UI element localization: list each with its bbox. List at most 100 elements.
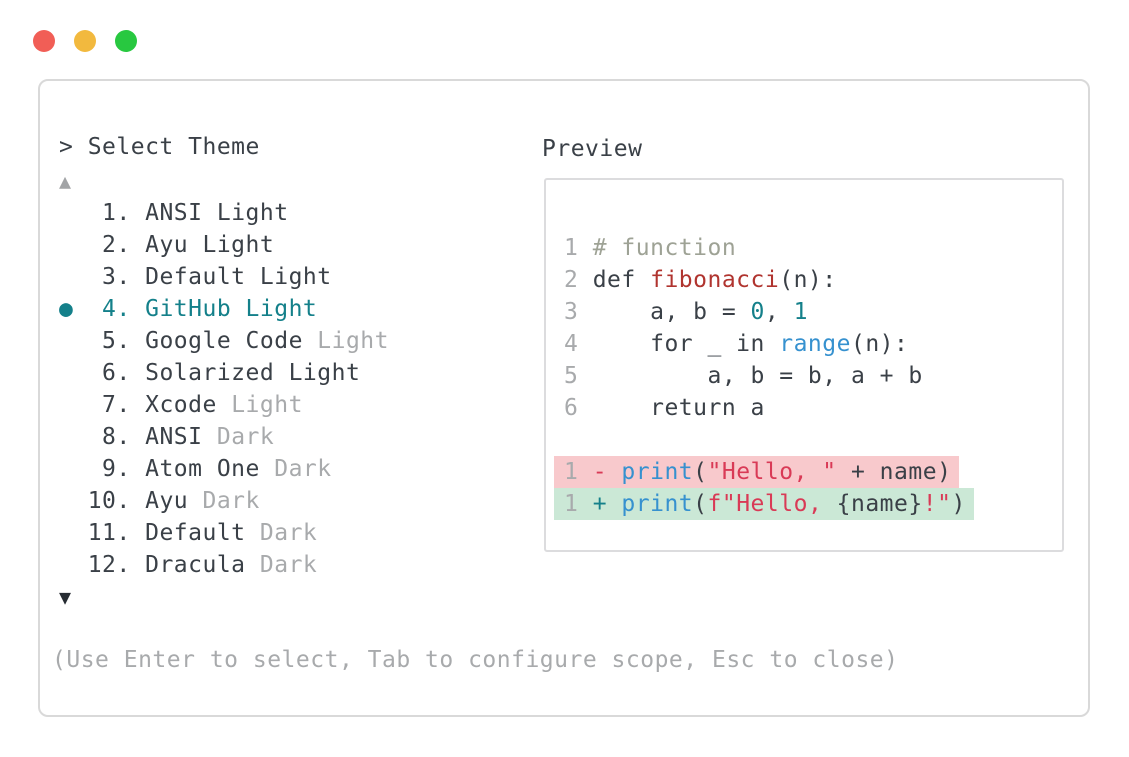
- theme-item-8-ansi-dark[interactable]: 8. ANSI Dark: [59, 421, 389, 453]
- line-number: 1: [564, 459, 593, 485]
- bullet-placeholder: [59, 200, 88, 226]
- theme-item-10-ayu-dark[interactable]: 10. Ayu Dark: [59, 485, 389, 517]
- code-blank-line: [564, 424, 974, 456]
- theme-item-suffix: Light: [216, 200, 289, 226]
- code-token: # function: [592, 235, 737, 261]
- theme-item-number: 12.: [87, 552, 146, 578]
- theme-item-number: 10.: [87, 488, 146, 514]
- code-token: print: [621, 459, 694, 485]
- preview-label: Preview: [542, 136, 643, 162]
- code-token: +: [592, 491, 622, 517]
- footer-hint: (Use Enter to select, Tab to configure s…: [52, 647, 899, 673]
- code-line: 2 def fibonacci(n):: [564, 264, 974, 296]
- theme-item-name: Ayu: [145, 488, 203, 514]
- bullet-placeholder: [59, 424, 88, 450]
- theme-item-number: 6.: [87, 360, 146, 386]
- line-number: 6: [564, 395, 593, 421]
- theme-item-suffix: Light: [317, 328, 390, 354]
- scroll-up-icon[interactable]: ▲: [59, 169, 72, 193]
- line-number: 5: [564, 363, 593, 389]
- code-line: 3 a, b = 0, 1: [564, 296, 974, 328]
- bullet-placeholder: [59, 456, 88, 482]
- bullet-placeholder: [59, 488, 88, 514]
- code-token: for _ in: [592, 331, 780, 357]
- theme-item-name: Ayu: [145, 232, 203, 258]
- code-line: 4 for _ in range(n):: [564, 328, 974, 360]
- theme-item-number: 11.: [87, 520, 146, 546]
- theme-item-suffix: Light: [288, 360, 361, 386]
- theme-item-number: 5.: [87, 328, 146, 354]
- code-token: f"Hello,: [707, 491, 837, 517]
- theme-item-name: Default: [145, 264, 260, 290]
- theme-item-5-google-code-light[interactable]: 5. Google Code Light: [59, 325, 389, 357]
- theme-item-suffix: Light: [231, 392, 303, 418]
- bullet-placeholder: [59, 520, 88, 546]
- theme-item-2-ayu-light[interactable]: 2. Ayu Light: [59, 229, 389, 261]
- theme-item-name: Xcode: [145, 392, 232, 418]
- code-token: + name): [836, 459, 952, 485]
- code-token: !": [922, 491, 952, 517]
- minimize-window-button[interactable]: [74, 30, 96, 52]
- close-window-button[interactable]: [33, 30, 55, 52]
- code-token: (: [693, 491, 708, 517]
- code-token: range: [779, 331, 851, 357]
- code-token: (: [693, 459, 708, 485]
- code-token: fibonacci: [650, 267, 780, 293]
- theme-item-name: GitHub: [145, 296, 246, 322]
- bullet-placeholder: [59, 552, 88, 578]
- theme-item-suffix: Dark: [274, 456, 332, 482]
- code-token: def: [592, 267, 651, 293]
- line-number: 1: [564, 235, 593, 261]
- bullet-placeholder: [59, 264, 88, 290]
- theme-item-7-xcode-light[interactable]: 7. Xcode Light: [59, 389, 389, 421]
- theme-item-suffix: Dark: [259, 520, 318, 546]
- theme-item-4-github-light[interactable]: ● 4. GitHub Light: [59, 293, 389, 325]
- theme-item-number: 1.: [87, 200, 146, 226]
- theme-item-3-default-light[interactable]: 3. Default Light: [59, 261, 389, 293]
- code-token: print: [621, 491, 694, 517]
- theme-item-number: 3.: [87, 264, 146, 290]
- code-line: 1 # function: [564, 232, 974, 264]
- theme-item-number: 9.: [87, 456, 146, 482]
- bullet-placeholder: [59, 360, 88, 386]
- diff-removed-line: 1 - print("Hello, " + name): [554, 456, 974, 488]
- theme-item-11-default-dark[interactable]: 11. Default Dark: [59, 517, 389, 549]
- line-number: 1: [564, 491, 593, 517]
- theme-item-6-solarized-light[interactable]: 6. Solarized Light: [59, 357, 389, 389]
- theme-item-suffix: Dark: [216, 424, 275, 450]
- theme-item-name: ANSI: [145, 424, 217, 450]
- line-number: 2: [564, 267, 593, 293]
- theme-item-suffix: Light: [202, 232, 275, 258]
- line-number: 4: [564, 331, 593, 357]
- theme-item-suffix: Light: [259, 264, 332, 290]
- theme-item-suffix: Dark: [259, 552, 318, 578]
- theme-item-suffix: Dark: [202, 488, 260, 514]
- theme-item-name: ANSI: [145, 200, 217, 226]
- theme-item-name: Atom One: [145, 456, 275, 482]
- picker-title: > Select Theme: [59, 134, 260, 160]
- selected-bullet-icon: ●: [59, 296, 88, 322]
- bullet-placeholder: [59, 328, 88, 354]
- code-token: "Hello, ": [707, 459, 837, 485]
- diff-highlight: 1 - print("Hello, " + name): [554, 456, 960, 488]
- code-token: (n):: [779, 267, 837, 293]
- theme-item-name: Default: [145, 520, 260, 546]
- code-token: ): [951, 491, 966, 517]
- scroll-down-icon[interactable]: ▼: [59, 585, 72, 609]
- code-token: {name}: [836, 491, 923, 517]
- diff-added-line: 1 + print(f"Hello, {name}!"): [554, 488, 974, 520]
- code-line: 6 return a: [564, 392, 974, 424]
- theme-item-number: 2.: [87, 232, 146, 258]
- theme-item-number: 7.: [87, 392, 146, 418]
- code-token: a, b =: [592, 299, 751, 325]
- theme-item-9-atom-one-dark[interactable]: 9. Atom One Dark: [59, 453, 389, 485]
- theme-item-12-dracula-dark[interactable]: 12. Dracula Dark: [59, 549, 389, 581]
- theme-item-1-ansi-light[interactable]: 1. ANSI Light: [59, 197, 389, 229]
- code-token: -: [592, 459, 622, 485]
- maximize-window-button[interactable]: [115, 30, 137, 52]
- bullet-placeholder: [59, 392, 88, 418]
- code-token: a, b = b, a + b: [592, 363, 923, 389]
- theme-item-number: 8.: [87, 424, 146, 450]
